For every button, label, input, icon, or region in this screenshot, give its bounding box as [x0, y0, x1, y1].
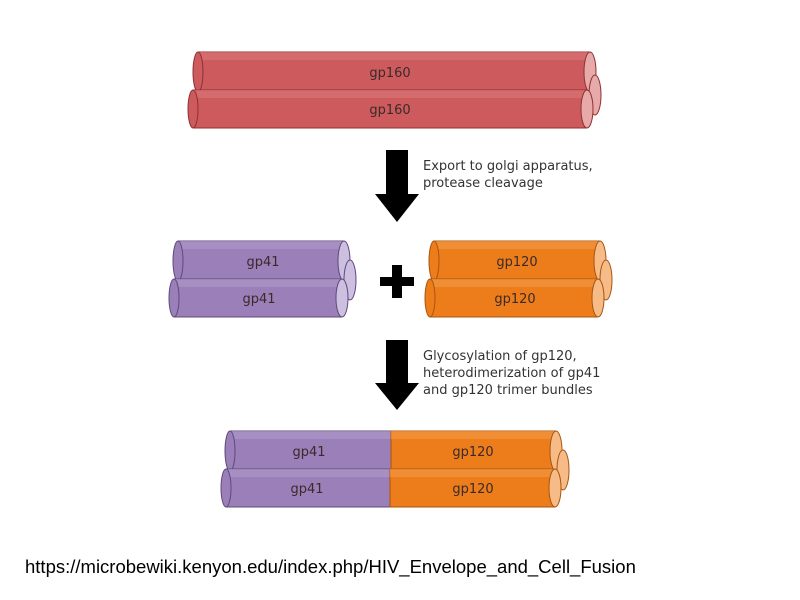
step2-line-1: Glycosylation of gp120, [423, 349, 577, 364]
heterodimer-cylinder-front: gp41 gp120 [220, 468, 562, 508]
gp41-cylinder-back: gp41 [172, 240, 351, 282]
gp160-label-top: gp160 [369, 66, 410, 81]
gp160-cylinder-back: gp160 [192, 51, 597, 93]
heterodimer-gp41-label-top: gp41 [292, 445, 325, 460]
gp160-bundle: gp160 gp160 [187, 51, 602, 129]
step1-annotation: Export to golgi apparatus, protease clea… [423, 158, 593, 192]
gp120-cylinder-back: gp120 [428, 240, 607, 282]
heterodimer-gp120-label-bottom: gp120 [452, 482, 493, 497]
gp41-bundle: gp41 gp41 [168, 240, 357, 318]
gp160-cylinder-front: gp160 [187, 89, 594, 129]
gp41-label-bottom: gp41 [242, 292, 275, 307]
gp120-cylinder-front: gp120 [424, 278, 605, 318]
down-arrow-icon [375, 150, 419, 222]
source-url: https://microbewiki.kenyon.edu/index.php… [25, 556, 636, 577]
gp120-label-top: gp120 [496, 255, 537, 270]
gp41-cylinder-front: gp41 [168, 278, 349, 318]
step1-line-1: Export to golgi apparatus, [423, 159, 593, 174]
step2-annotation: Glycosylation of gp120, heterodimerizati… [423, 348, 600, 399]
step2-line-3: and gp120 trimer bundles [423, 383, 593, 398]
gp120-label-bottom: gp120 [494, 292, 535, 307]
gp41-label-top: gp41 [246, 255, 279, 270]
heterodimer-bundle: gp41 gp120 gp41 gp120 [220, 430, 570, 508]
heterodimer-gp120-label-top: gp120 [452, 445, 493, 460]
plus-icon [380, 265, 414, 298]
heterodimer-gp41-label-bottom: gp41 [290, 482, 323, 497]
down-arrow-icon [375, 340, 419, 410]
step1-line-2: protease cleavage [423, 176, 543, 191]
gp160-label-bottom: gp160 [369, 103, 410, 118]
heterodimer-cylinder-back: gp41 gp120 [224, 430, 563, 472]
gp120-bundle: gp120 gp120 [424, 240, 613, 318]
step2-line-2: heterodimerization of gp41 [423, 366, 601, 381]
